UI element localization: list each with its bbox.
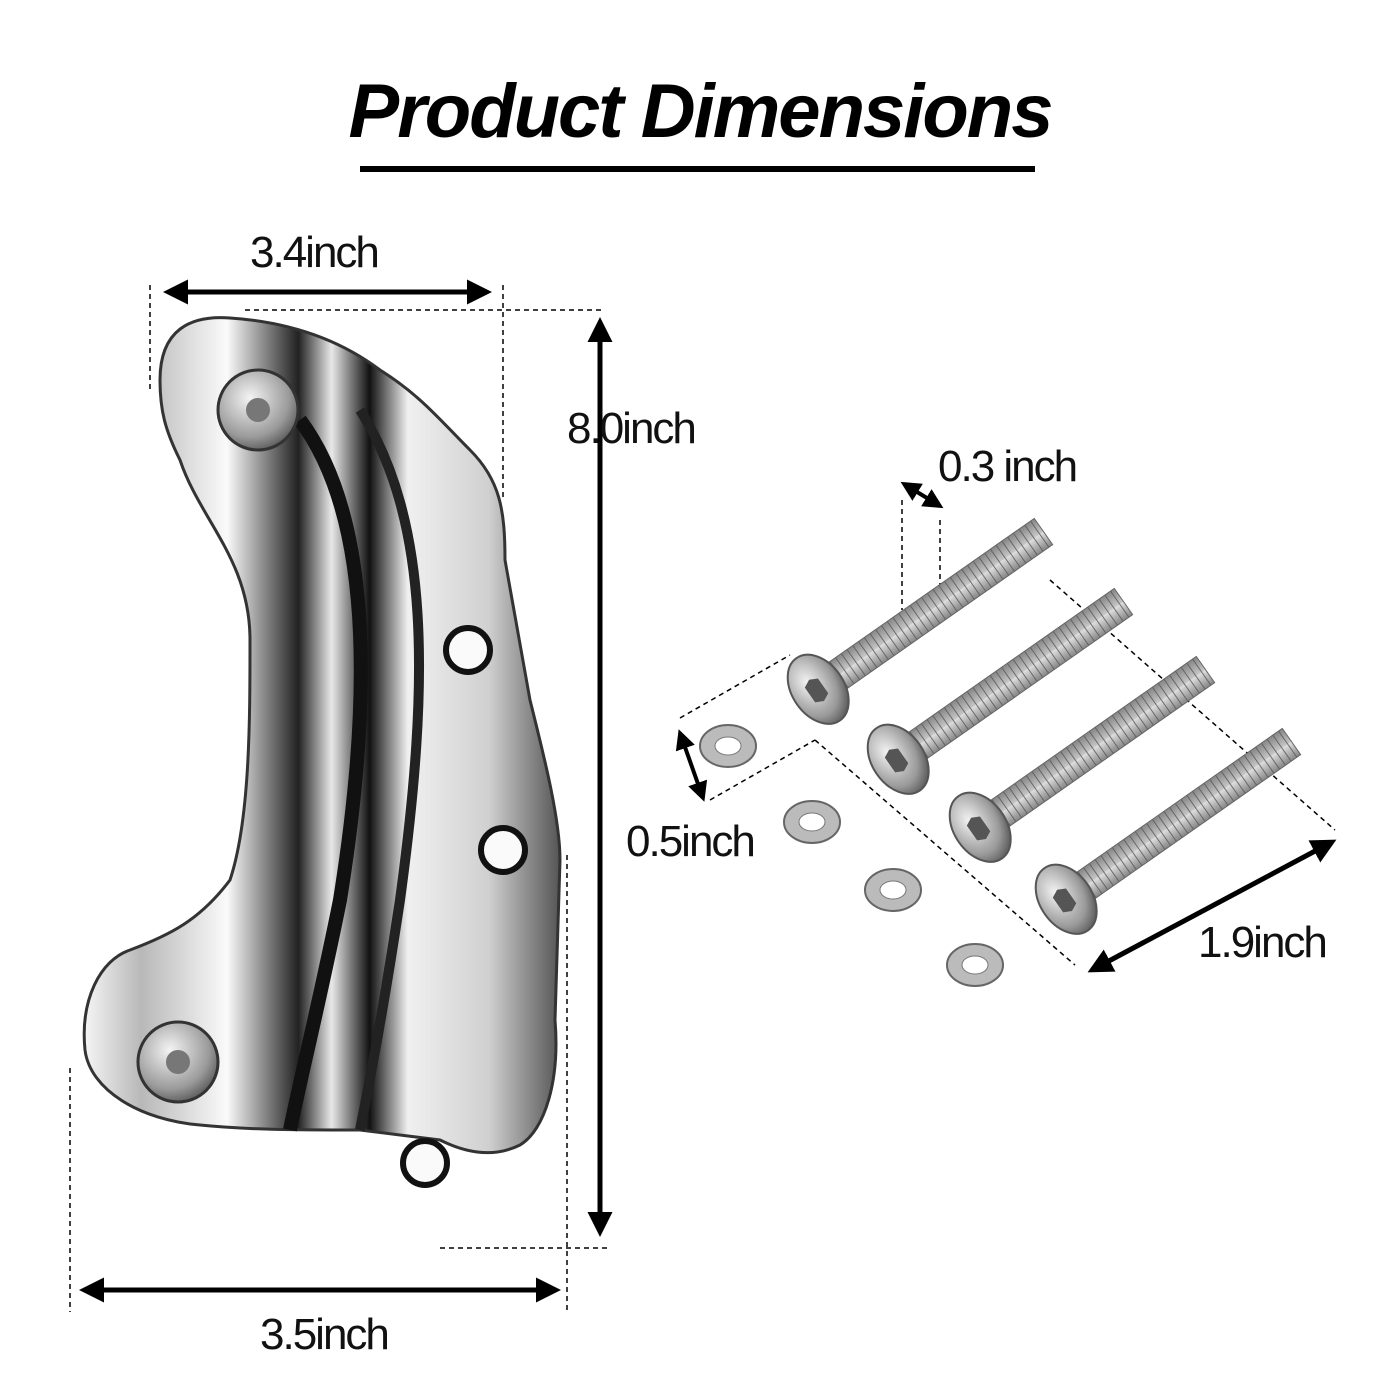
washer-icon [864,868,922,912]
bolt-icon [1034,727,1302,935]
bolt-diameter-label: 0.3 inch [938,442,1078,491]
chrome-bracket [82,316,562,1188]
bolt-length-label: 1.9inch [1198,918,1328,967]
washer-icon [946,943,1004,987]
page-title: Product Dimensions [348,69,1054,154]
dimension-lines [69,279,1337,1312]
washer-icon [699,724,757,768]
washer-icon [783,800,841,844]
height-label: 8.0inch [567,404,697,453]
bolt-icon [786,517,1054,725]
mounting-hole-icon [478,825,528,875]
washer-diameter-label: 0.5inch [626,817,756,866]
bottom-width-label: 3.5inch [260,1310,390,1359]
bolt-icon [948,655,1216,863]
mounting-hole-icon [443,625,493,675]
mounting-hole-icon [400,1138,450,1188]
top-width-label: 3.4inch [250,228,380,277]
title-underline [360,166,1035,172]
bolts [786,517,1302,935]
washers [699,724,1004,987]
bolt-icon [866,587,1134,795]
